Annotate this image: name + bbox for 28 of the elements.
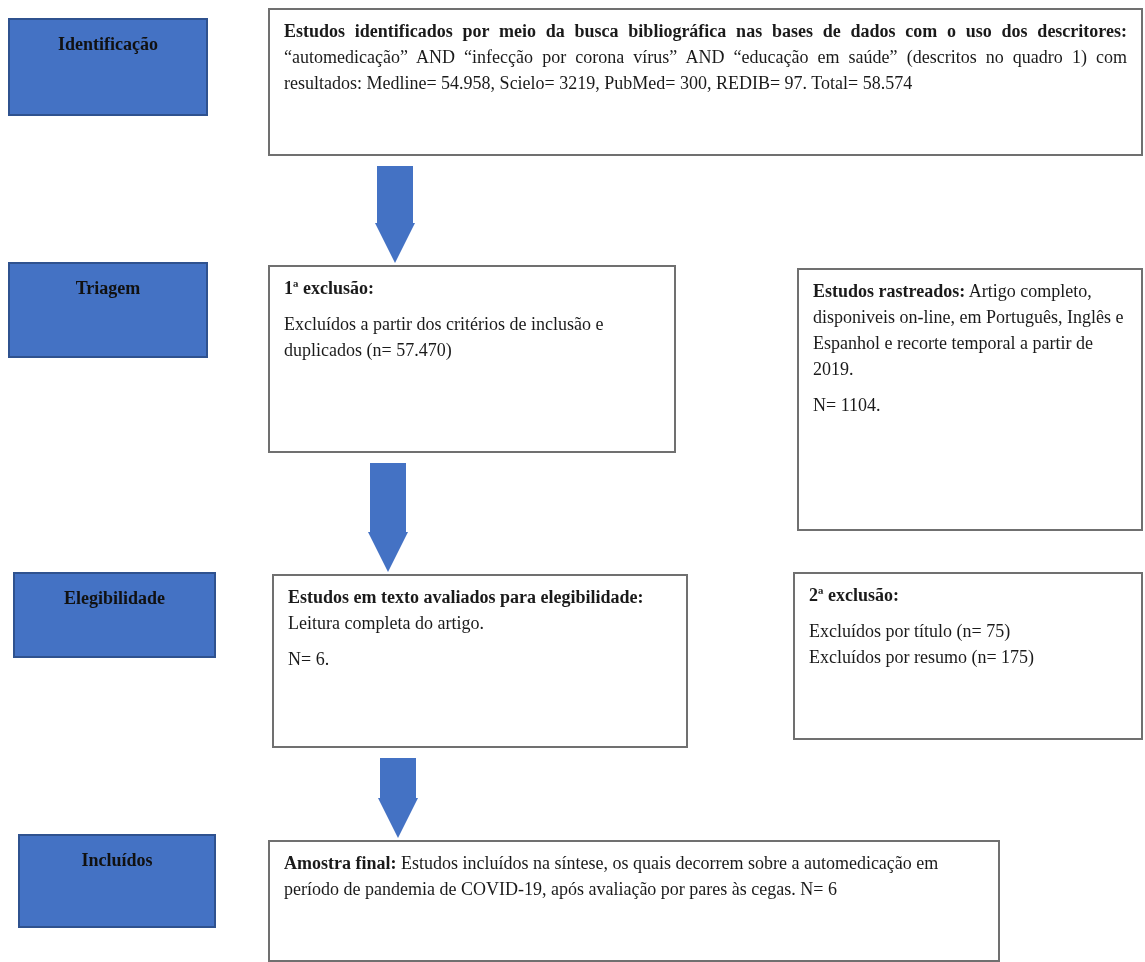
box-heading: 2ª exclusão: — [809, 584, 900, 607]
process-box — [268, 8, 1143, 156]
process-box — [272, 574, 688, 748]
box-text: Excluídos por título (n= 75) — [809, 620, 1012, 644]
block-arrow — [368, 463, 408, 572]
box-text: Amostra final: Estudos incluídos na síntese, os quais decorrem sobre a automedicação em período de pandemia de COVID-19, após avaliação por pares às cegas. N= 6 — [284, 852, 940, 902]
stage-label: Elegibilidade — [64, 588, 165, 608]
box-heading: 1ª exclusão: — [284, 277, 375, 300]
stage-box — [8, 262, 208, 358]
box-text: Estudos rastreados: Artigo completo, disponiveis on-line, em Português, Inglês e Espanhol e recorte temporal a partir de 2019. — [813, 280, 1125, 382]
block-arrow — [375, 166, 415, 263]
process-box — [797, 268, 1143, 531]
box-text: Excluídos por resumo (n= 175) — [809, 646, 1036, 670]
process-box — [268, 265, 676, 453]
process-box — [793, 572, 1143, 740]
box-text: Estudos em texto avaliados para elegibilidade: Leitura completa do artigo. — [288, 586, 645, 636]
stage-box — [18, 834, 216, 928]
process-box — [268, 840, 1000, 962]
block-arrow — [378, 758, 418, 838]
stage-label: Incluídos — [81, 850, 153, 870]
box-text: N= 1104. — [813, 394, 882, 418]
stage-label: Identificação — [58, 34, 158, 54]
box-text: Estudos identificados por meio da busca bibliográfica nas bases de dados com o uso dos descritores: “automedicação” AND “infecção por corona vírus” AND “educação em saúde” (descritos no quadro 1) com resultados: Medline= 54.958, Scielo= 3219, PubMed= 300, REDIB= 97. Total= 58.574 — [284, 20, 1127, 96]
box-text: Excluídos a partir dos critérios de inclusão e duplicados (n= 57.470) — [284, 313, 605, 363]
stage-label: Triagem — [75, 278, 141, 298]
stage-box — [8, 18, 208, 116]
stage-box — [13, 572, 216, 658]
box-text: N= 6. — [288, 648, 331, 672]
